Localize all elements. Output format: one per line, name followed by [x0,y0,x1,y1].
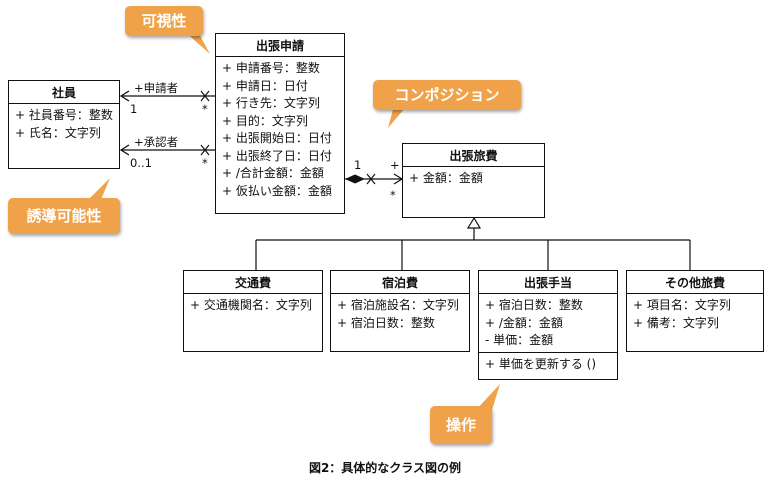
class-trip-expense: 出張旅費 + 金額：金額 [402,143,545,218]
callout-text: 操作 [445,416,476,434]
applicant-non-navigable-mark [200,90,210,102]
class-name: その他旅費 [627,271,763,294]
navigability-callout-tail [86,178,110,202]
attribute-compartment: + 申請番号：整数 + 申請日：日付 + 行き先：文字列 + 目的：文字列 + … [216,57,344,202]
attribute: + 氏名：文字列 [15,125,101,140]
callout-text: 誘導可能性 [26,207,102,225]
attribute: + /合計金額：金額 [222,166,324,180]
class-trip-request: 出張申請 + 申請番号：整数 + 申請日：日付 + 行き先：文字列 + 目的：文… [215,33,345,214]
callout-text: コンポジション [394,86,500,104]
class-employee: 社員 + 社員番号：整数 + 氏名：文字列 [8,80,120,169]
class-name: 社員 [9,81,119,104]
visibility-callout: 可視性 [125,6,203,36]
attribute: + 宿泊施設名：文字列 [337,298,459,312]
operation-compartment: + 単価を更新する () [479,351,617,376]
attribute: + 出張終了日：日付 [222,148,332,163]
class-name: 宿泊費 [331,271,469,294]
attribute: + 仮払い金額：金額 [222,183,332,198]
class-name: 出張申請 [216,34,344,57]
attribute: + 項目名：文字列 [633,298,731,312]
attribute: + /金額：金額 [485,315,563,330]
attribute-compartment: + 宿泊日数：整数 + /金額：金額 - 単価：金額 [479,294,617,352]
class-lodging: 宿泊費 + 宿泊施設名：文字列 + 宿泊日数：整数 [330,270,470,352]
attribute: + 交通機関名：文字列 [190,298,312,312]
composition-callout: コンポジション [373,80,521,110]
attribute: + 申請番号：整数 [222,61,320,75]
attribute: + 出張開始日：日付 [222,131,332,145]
composition-multiplicity-part: * [390,188,396,202]
attribute-compartment: + 交通機関名：文字列 [184,294,322,317]
applicant-multiplicity-employee: 1 [130,102,138,116]
applicant-multiplicity-request: * [202,102,208,116]
generalization-triangle [466,216,482,229]
attribute: + 申請日：日付 [222,78,308,93]
approver-multiplicity-request: * [202,156,208,170]
callout-text: 可視性 [141,12,187,30]
attribute-compartment: + 宿泊施設名：文字列 + 宿泊日数：整数 [331,294,469,334]
operation-callout-tail [476,384,500,410]
attribute-compartment: + 社員番号：整数 + 氏名：文字列 [9,104,119,144]
composition-multiplicity-whole: 1 [354,158,362,172]
class-other-expense: その他旅費 + 項目名：文字列 + 備考：文字列 [626,270,764,352]
approver-multiplicity-employee: 0..1 [130,156,152,170]
visibility-callout-tail [183,30,210,54]
class-name: 交通費 [184,271,322,294]
figure-caption: 図2：具体的なクラス図の例 [308,461,462,475]
attribute: + 金額：金額 [409,171,483,185]
attribute: + 目的：文字列 [222,113,308,128]
approver-arrowhead [119,144,130,156]
approver-non-navigable-mark [200,144,210,156]
operation: + 単価を更新する () [485,356,597,371]
navigability-callout: 誘導可能性 [8,198,120,234]
attribute: + 社員番号：整数 [15,108,113,122]
composition-role-label: + [390,158,400,172]
class-name: 出張旅費 [403,144,544,167]
class-allowance: 出張手当 + 宿泊日数：整数 + /金額：金額 - 単価：金額 + 単価を更新す… [478,270,618,380]
composition-non-navigable-mark [366,173,376,185]
approver-role-label: +承認者 [134,135,179,149]
operation-callout: 操作 [430,406,492,444]
attribute: - 単価：金額 [485,333,554,347]
applicant-arrowhead [119,90,130,102]
applicant-role-label: +申請者 [134,81,179,95]
attribute: + 備考：文字列 [633,315,719,330]
class-transport: 交通費 + 交通機関名：文字列 [183,270,323,352]
attribute: + 宿泊日数：整数 [485,298,583,312]
attribute: + 行き先：文字列 [222,96,320,110]
attribute-compartment: + 金額：金額 [403,167,544,190]
attribute-compartment: + 項目名：文字列 + 備考：文字列 [627,294,763,334]
class-name: 出張手当 [479,271,617,294]
composition-diamond [345,174,365,184]
attribute: + 宿泊日数：整数 [337,315,435,330]
